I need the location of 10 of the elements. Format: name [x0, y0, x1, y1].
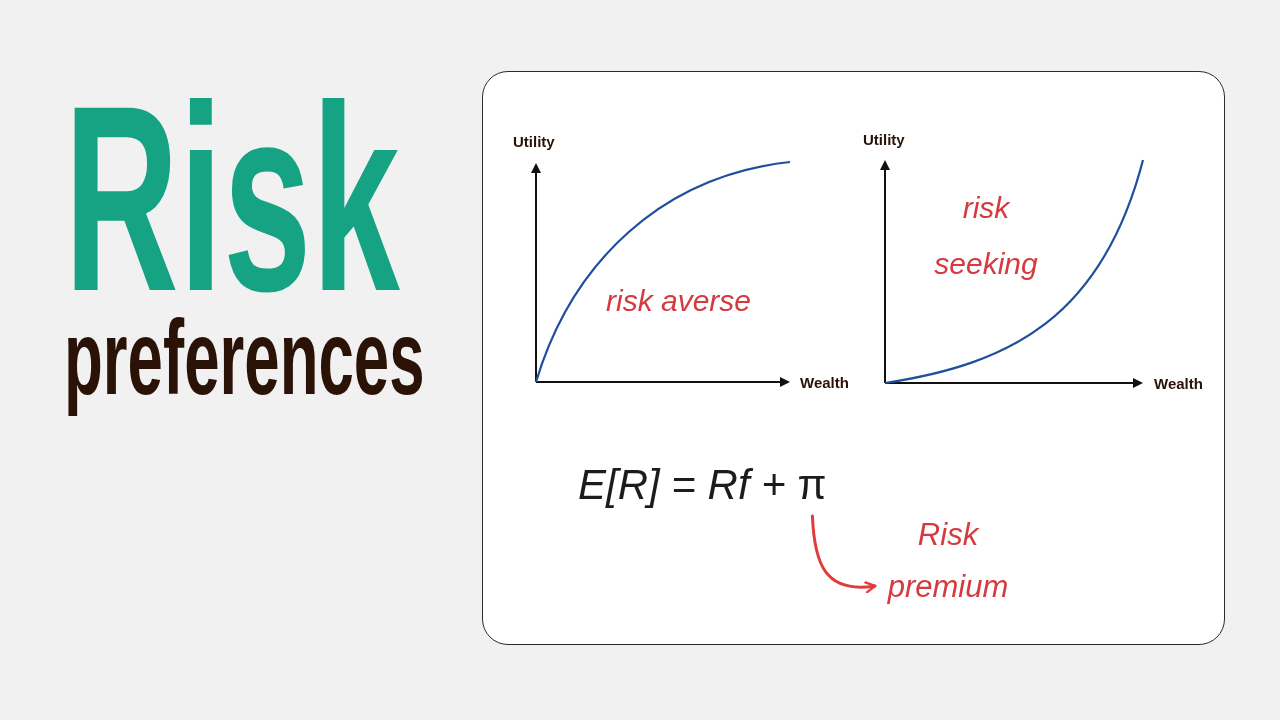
title: Risk preferences: [64, 49, 426, 418]
axis-label: Utility: [513, 133, 555, 151]
curve-label: risk averse: [606, 284, 752, 318]
axis-label: Wealth: [1154, 375, 1203, 393]
axis-label: Utility: [863, 131, 905, 149]
curve-label: risk seeking: [933, 190, 1039, 282]
formula: E[R] = Rf + π: [578, 460, 827, 510]
annotation-text: Risk premium: [878, 509, 1018, 613]
axis-label: Wealth: [800, 374, 849, 392]
curved-arrow: [810, 514, 877, 594]
